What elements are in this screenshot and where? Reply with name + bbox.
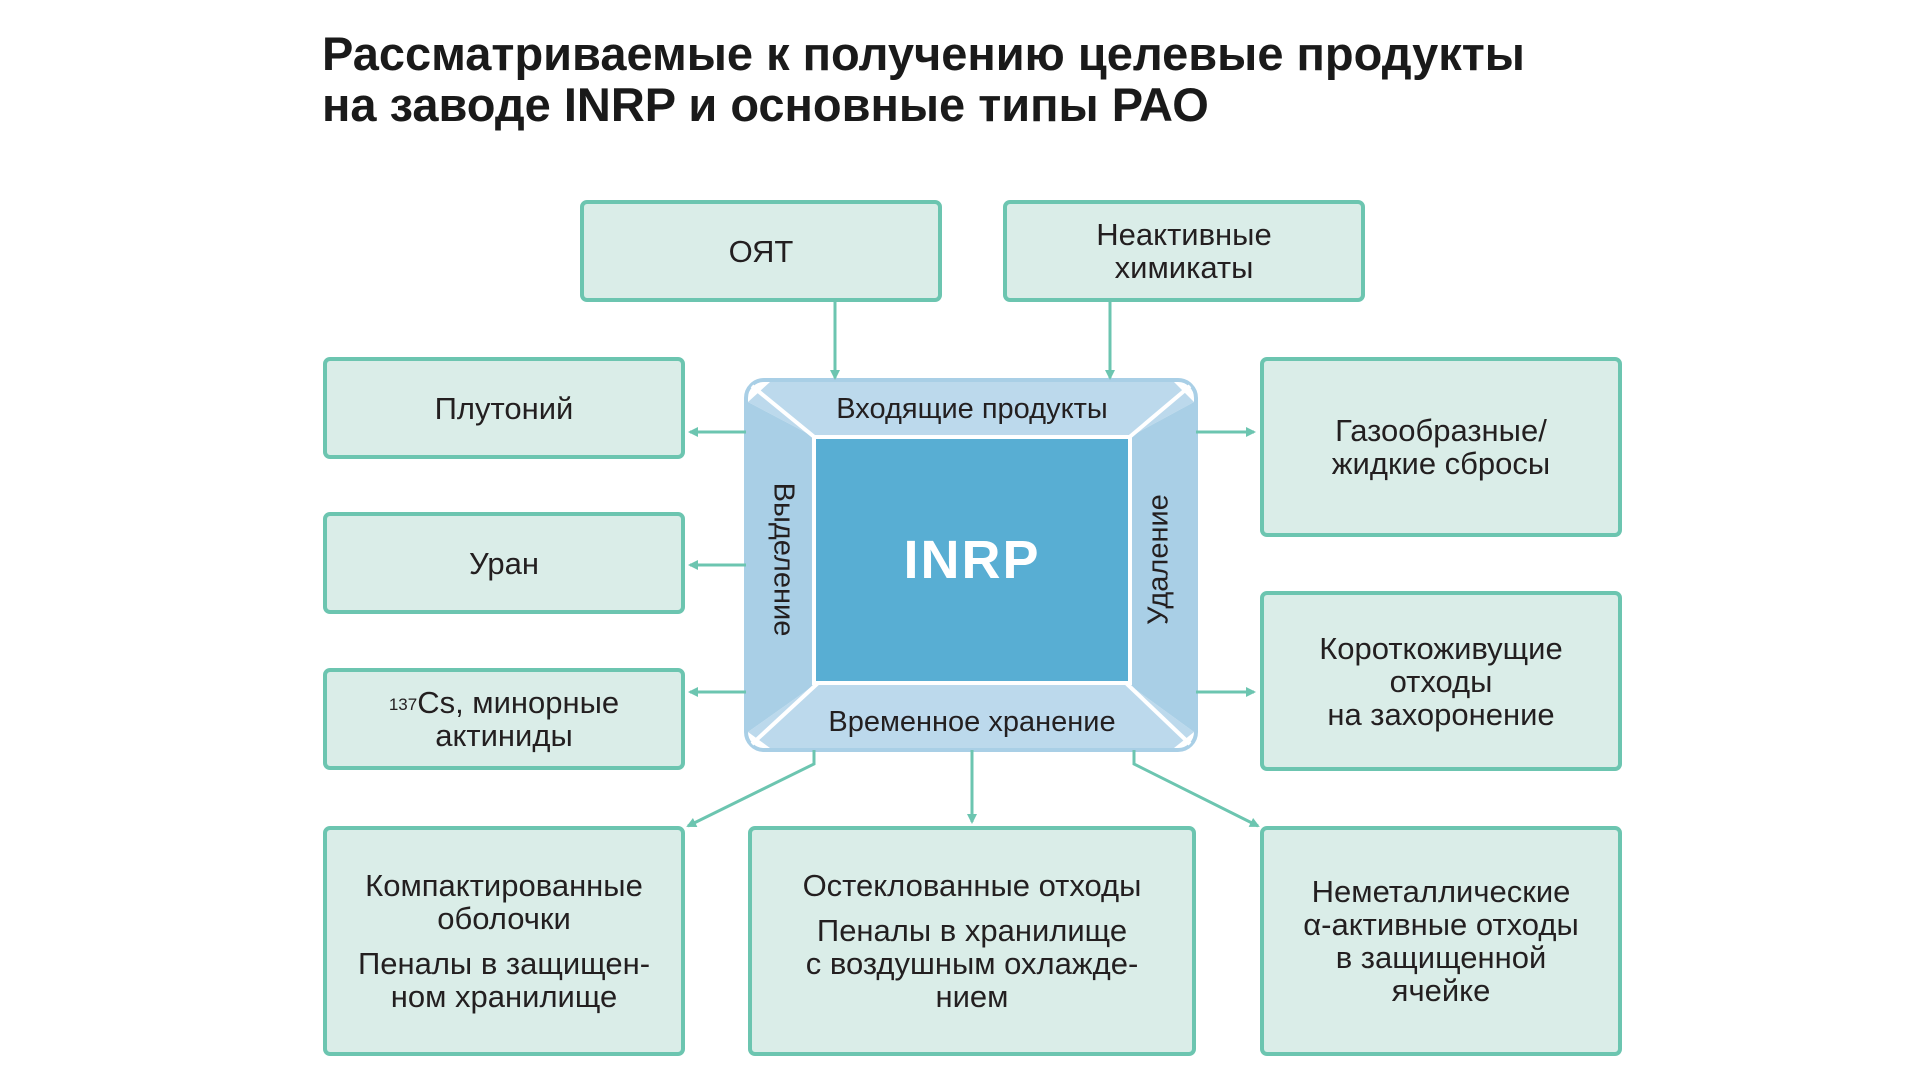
frame-bottom-panel <box>748 681 1194 748</box>
arrow-to-alpha-waste <box>1132 750 1260 828</box>
alpha-line-1: Неметаллические <box>1311 874 1571 909</box>
title-line-2: на заводе INRP и основные типы РАО <box>322 78 1209 131</box>
box-vitrified-waste: Остеклованные отходы Пеналы в хранилище … <box>748 826 1196 1056</box>
short-lived-line-2: отходы <box>1389 663 1493 699</box>
frame-label-storage: Временное хранение <box>828 706 1116 738</box>
alpha-line-2: α-активные отходы <box>1303 907 1579 942</box>
spent-fuel-label: ОЯТ <box>728 233 794 269</box>
vitrified-line-1: Остеклованные отходы <box>802 868 1142 903</box>
plutonium-label: Плутоний <box>434 390 574 426</box>
gas-line-1: Газообразные/ <box>1335 413 1547 448</box>
vitrified-line-2: Пеналы в хранилище <box>816 913 1128 948</box>
alpha-line-4: ячейке <box>1391 973 1491 1008</box>
page-title: Рассматриваемые к получению целевые прод… <box>322 28 1525 130</box>
box-short-lived-waste: Короткоживущие отходы на захоронение <box>1260 591 1622 771</box>
cesium-line-1: 137Cs, минорные <box>389 686 619 719</box>
box-gas-liquid-discharge: Газообразные/ жидкие сбросы <box>1260 357 1622 537</box>
vitrified-line-4: нием <box>935 979 1009 1014</box>
box-alpha-waste: Неметаллические α-активные отходы в защи… <box>1260 826 1622 1056</box>
frame-label-separation: Выделение <box>767 482 800 637</box>
cesium-mass-number: 137 <box>388 695 418 714</box>
uranium-label: Уран <box>469 545 539 581</box>
vitrified-line-3: с воздушным охлажде- <box>805 946 1139 981</box>
hulls-line-4: ном хранилище <box>390 979 618 1014</box>
inrp-label: INRP <box>903 530 1041 590</box>
short-lived-line-1: Короткоживущие <box>1319 630 1563 666</box>
frame-label-removal: Удаление <box>1142 494 1175 625</box>
arrow-to-hulls <box>686 750 816 828</box>
frame-left-panel <box>748 402 820 732</box>
chemicals-line-2: химикаты <box>1114 250 1254 285</box>
frame-label-inputs: Входящие продукты <box>836 393 1108 425</box>
title-line-1: Рассматриваемые к получению целевые прод… <box>322 27 1525 80</box>
hulls-line-3: Пеналы в защищен- <box>357 946 651 981</box>
box-spent-fuel: ОЯТ <box>580 200 942 302</box>
frame-diagonal-tr <box>1124 384 1192 442</box>
box-plutonium: Плутоний <box>323 357 685 459</box>
box-compacted-hulls: Компактированные оболочки Пеналы в защищ… <box>323 826 685 1056</box>
frame-diagonal-br <box>1124 681 1192 746</box>
gas-line-2: жидкие сбросы <box>1331 446 1551 481</box>
frame-diagonal-bl <box>750 681 820 746</box>
cesium-text: Cs, минорные <box>417 685 620 720</box>
alpha-line-3: в защищенной <box>1335 940 1547 975</box>
box-uranium: Уран <box>323 512 685 614</box>
box-cesium-actinides: 137Cs, минорные актиниды <box>323 668 685 770</box>
hulls-line-2: оболочки <box>437 901 571 936</box>
cesium-line-2: актиниды <box>435 718 573 753</box>
box-inactive-chemicals: Неактивные химикаты <box>1003 200 1365 302</box>
frame-right-panel <box>1124 402 1194 732</box>
short-lived-line-3: на захоронение <box>1327 696 1555 732</box>
chemicals-line-1: Неактивные <box>1096 217 1272 252</box>
inrp-core: INRP <box>812 435 1132 685</box>
hulls-line-1: Компактированные <box>365 868 643 903</box>
frame-top-panel <box>748 382 1194 440</box>
frame-diagonal-tl <box>750 384 820 442</box>
